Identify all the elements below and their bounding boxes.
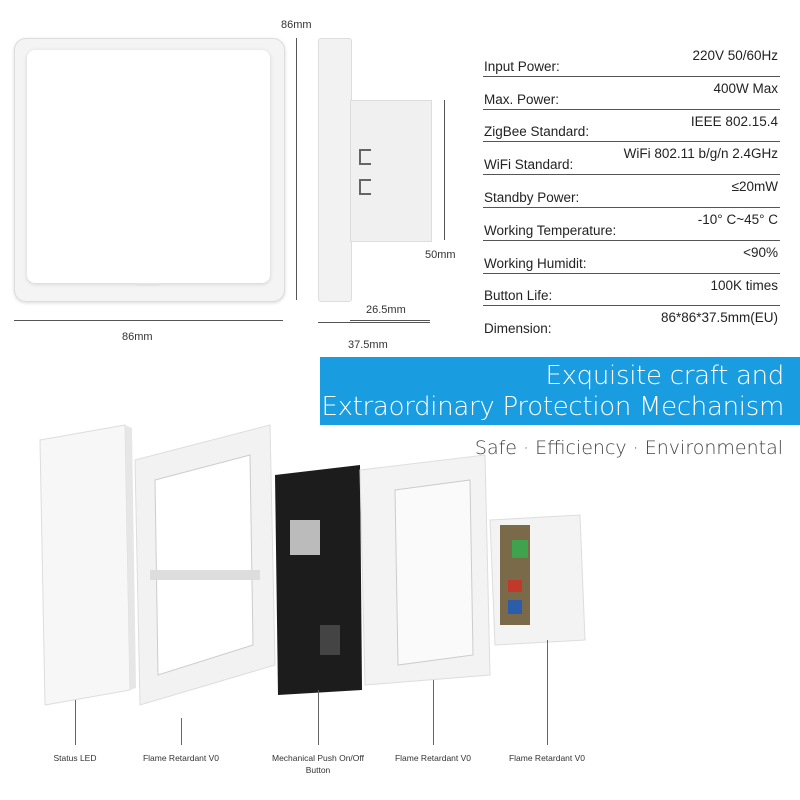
part-label-push-button: Mechanical Push On/Off Button xyxy=(272,753,364,775)
leader-line xyxy=(318,690,319,745)
switch-button-panel xyxy=(27,50,270,283)
part-label-status-led: Status LED xyxy=(53,753,97,763)
spec-row: ZigBee Standard: IEEE 802.15.4 xyxy=(483,110,780,143)
switch-side-body xyxy=(350,100,432,242)
spec-label: Working Temperature: xyxy=(484,222,617,238)
part-label-back-housing: Flame Retardant V0 xyxy=(394,753,472,763)
headline-line-1: Exquisite craft and xyxy=(545,361,784,391)
headline-line-2: Extraordinary Protection Mechanism xyxy=(321,392,784,422)
front-height-label: 86mm xyxy=(281,19,312,31)
body-height-line xyxy=(444,100,445,240)
leader-line xyxy=(547,640,548,745)
body-depth-line xyxy=(350,320,430,321)
spec-value: -10° C~45° C xyxy=(697,211,778,227)
spec-label: Working Humidit: xyxy=(484,255,587,271)
frame-part xyxy=(134,424,276,706)
leader-line xyxy=(75,700,76,745)
height-dimension-line xyxy=(296,38,297,300)
total-depth-line xyxy=(318,322,430,323)
spec-label: WiFi Standard: xyxy=(484,157,574,173)
headline-banner: Exquisite craft and Extraordinary Protec… xyxy=(320,357,800,425)
width-dimension-line xyxy=(14,320,283,321)
leader-line xyxy=(181,718,182,745)
relay-module-part xyxy=(489,514,586,646)
spec-value: ≤20mW xyxy=(731,179,778,195)
part-label-frame: Flame Retardant V0 xyxy=(142,753,220,763)
spec-label: Dimension: xyxy=(484,321,552,337)
pcb-board-part xyxy=(275,465,362,695)
body-depth-label: 26.5mm xyxy=(366,304,406,316)
spec-row: WiFi Standard: WiFi 802.11 b/g/n 2.4GHz xyxy=(483,142,780,176)
switch-side-view xyxy=(318,38,352,302)
tagline: Safe · Efficiency · Environmental xyxy=(474,437,783,459)
spec-value: IEEE 802.15.4 xyxy=(690,113,778,129)
spec-value: WiFi 802.11 b/g/n 2.4GHz xyxy=(623,146,778,162)
total-depth-label: 37.5mm xyxy=(348,339,388,351)
front-width-label: 86mm xyxy=(122,331,153,343)
spec-label: Standby Power: xyxy=(484,189,580,205)
spec-value: 400W Max xyxy=(713,80,778,96)
leader-line xyxy=(433,680,434,745)
specs-table: Input Power: 220V 50/60Hz Max. Power: 400W… xyxy=(483,44,780,338)
spec-row: Dimension: 86*86*37.5mm(EU) xyxy=(483,306,780,338)
spec-row: Working Temperature: -10° C~45° C xyxy=(483,208,780,241)
body-height-label: 50mm xyxy=(425,249,456,261)
spec-label: Button Life: xyxy=(484,288,553,304)
spec-row: Max. Power: 400W Max xyxy=(483,77,780,110)
back-housing-part xyxy=(359,454,491,686)
switch-front-view xyxy=(14,38,285,302)
spec-row: Input Power: 220V 50/60Hz xyxy=(483,44,780,77)
spec-label: Max. Power: xyxy=(484,91,560,107)
spec-label: ZigBee Standard: xyxy=(484,124,590,140)
spec-value: 220V 50/60Hz xyxy=(692,48,778,63)
spec-value: 100K times xyxy=(710,277,778,293)
front-cover-part xyxy=(39,424,136,706)
spec-value: 86*86*37.5mm(EU) xyxy=(660,310,778,326)
spec-value: <90% xyxy=(743,244,778,260)
exploded-view xyxy=(39,424,586,706)
status-led xyxy=(137,283,159,286)
part-label-relay-module: Flame Retardant V0 xyxy=(508,753,586,763)
spec-label: Input Power: xyxy=(484,58,560,74)
spec-row: Button Life: 100K times xyxy=(483,274,780,307)
spec-row: Working Humidit: <90% xyxy=(483,241,780,274)
spec-row: Standby Power: ≤20mW xyxy=(483,175,780,208)
